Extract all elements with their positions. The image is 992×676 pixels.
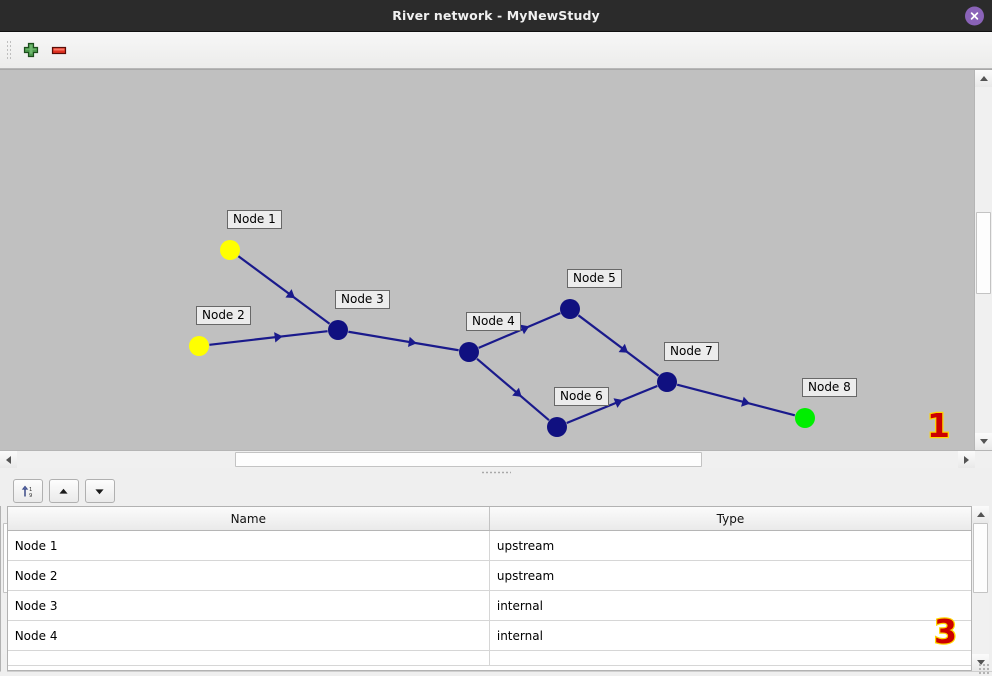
scrollbar-corner [975, 451, 992, 468]
horizontal-splitter[interactable] [0, 468, 992, 476]
reaches-status-strip [0, 671, 1, 676]
graph-edge[interactable] [577, 314, 660, 377]
graph-svg [189, 240, 815, 437]
vscroll-thumb[interactable] [973, 523, 989, 593]
graph-node[interactable] [547, 417, 567, 437]
vscroll-thumb[interactable] [976, 212, 991, 294]
graph-node[interactable] [189, 336, 209, 356]
graph-node[interactable] [459, 342, 479, 362]
nodes-move-up-button[interactable] [48, 479, 79, 503]
table-cell[interactable]: internal [489, 590, 972, 621]
graph-node[interactable] [220, 240, 240, 260]
table-cell[interactable]: Node 2 [7, 560, 490, 591]
scroll-left-icon[interactable] [0, 451, 17, 468]
graph-nodes [189, 240, 815, 437]
graph-node-label[interactable]: Node 3 [335, 290, 390, 309]
graph-node-label[interactable]: Node 2 [196, 306, 251, 325]
table-row[interactable] [7, 650, 972, 666]
column-header[interactable]: Name [7, 507, 490, 531]
table-cell[interactable]: Node 3 [7, 590, 490, 621]
vscroll-track[interactable] [975, 87, 992, 433]
graph-edge[interactable] [348, 330, 459, 352]
graph-edge[interactable] [566, 384, 658, 425]
column-header[interactable]: Type [489, 507, 972, 531]
table-cell[interactable]: internal [489, 620, 972, 651]
graph-edge[interactable] [237, 255, 331, 325]
graph-edge-arrowhead [618, 343, 629, 353]
table-cell[interactable] [489, 650, 972, 666]
hscroll-track[interactable] [17, 451, 958, 468]
graph-node-label[interactable]: Node 4 [466, 312, 521, 331]
title-bar: River network - MyNewStudy [0, 0, 992, 32]
graph-edge-arrowhead [285, 289, 295, 299]
graph-edge-arrowhead [512, 387, 522, 397]
nodes-status-strip [6, 663, 992, 676]
table-cell[interactable]: upstream [489, 560, 972, 591]
nodes-move-down-button[interactable] [84, 479, 115, 503]
graph-edge[interactable] [676, 383, 796, 417]
table-cell[interactable] [7, 650, 490, 666]
graph-node-label[interactable]: Node 8 [802, 378, 857, 397]
svg-text:1: 1 [29, 487, 32, 493]
graph-node[interactable] [328, 320, 348, 340]
window-title: River network - MyNewStudy [392, 8, 600, 23]
graph-node[interactable] [795, 408, 815, 428]
vscroll-track[interactable] [972, 523, 990, 654]
graph-edge-arrowhead [407, 336, 417, 348]
graph-edge[interactable] [476, 357, 550, 422]
graph-canvas-wrapper: Node 1 Node 2 Node 3 Node 4 Node 5 Node 6 Node… [0, 69, 992, 468]
resize-grip-icon[interactable] [978, 663, 990, 674]
svg-text:9: 9 [29, 493, 32, 499]
splitter-grip-icon [481, 470, 511, 474]
graph-edge-arrowhead [741, 396, 751, 407]
scroll-right-icon[interactable] [958, 451, 975, 468]
nodes-vertical-scrollbar[interactable] [971, 506, 990, 671]
main-toolbar [0, 32, 992, 69]
table-cell[interactable]: Node 1 [7, 530, 490, 561]
scroll-up-icon[interactable] [972, 506, 990, 523]
graph-edges [209, 255, 796, 425]
graph-edge[interactable] [209, 330, 328, 346]
table-cell[interactable]: Node 4 [7, 620, 490, 651]
scroll-down-icon[interactable] [975, 433, 992, 450]
graph-node[interactable] [657, 372, 677, 392]
nodes-toolbar: 1 9 [6, 476, 992, 506]
river-network-graph[interactable]: Node 1 Node 2 Node 3 Node 4 Node 5 Node 6 Node… [0, 70, 974, 450]
delete-icon[interactable] [45, 36, 73, 64]
graph-node[interactable] [560, 299, 580, 319]
graph-edge-arrowhead [519, 324, 530, 335]
graph-horizontal-scrollbar[interactable] [0, 450, 992, 468]
graph-node-label[interactable]: Node 6 [554, 387, 609, 406]
nodes-sort-button[interactable]: 1 9 [12, 479, 43, 503]
hscroll-thumb[interactable] [235, 452, 702, 467]
graph-edge-arrowhead [274, 332, 283, 343]
close-icon[interactable] [965, 6, 984, 25]
scroll-up-icon[interactable] [975, 70, 992, 87]
graph-vertical-scrollbar[interactable] [974, 70, 992, 450]
graph-edge-arrowhead [613, 398, 623, 408]
graph-node-label[interactable]: Node 5 [567, 269, 622, 288]
add-icon[interactable] [17, 36, 45, 64]
graph-node-label[interactable]: Node 7 [664, 342, 719, 361]
graph-node-label[interactable]: Node 1 [227, 210, 282, 229]
toolbar-drag-handle[interactable] [6, 40, 13, 60]
table-cell[interactable]: upstream [489, 530, 972, 561]
